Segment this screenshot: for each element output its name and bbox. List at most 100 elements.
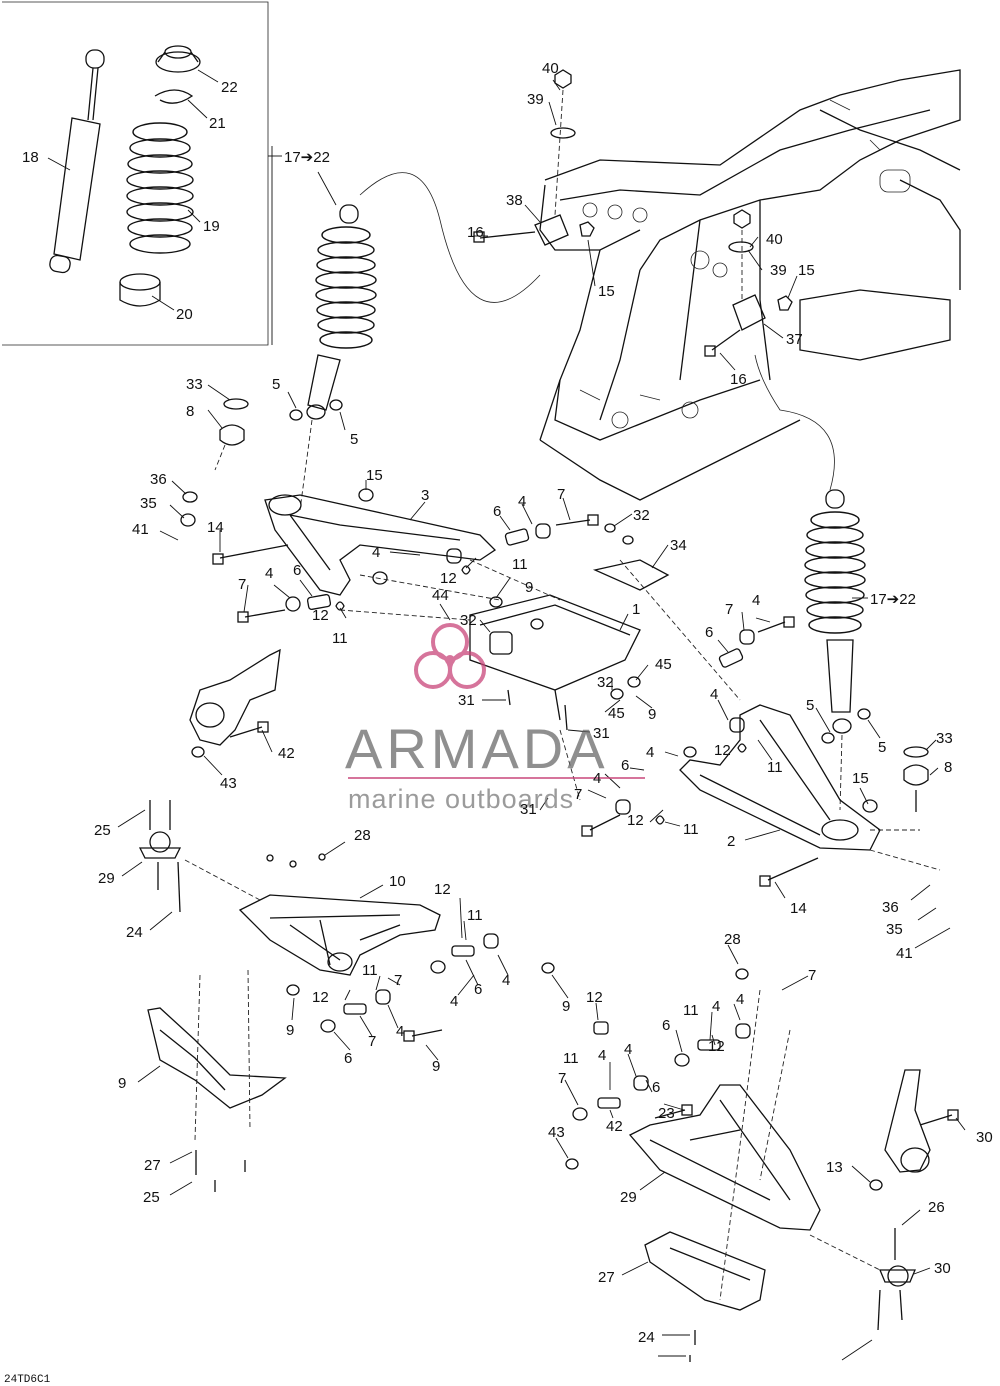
callout: 5 [350, 431, 358, 448]
callout: 4 [265, 565, 273, 582]
callout: 5 [878, 739, 886, 756]
callout: 41 [132, 521, 149, 538]
callout: 12 [312, 607, 329, 624]
callout: 40 [542, 60, 559, 77]
callout: 12 [440, 570, 457, 587]
callout: 16 [730, 371, 747, 388]
callout: 11 [332, 630, 348, 647]
callout: 9 [525, 579, 533, 596]
callout: 4 [624, 1041, 632, 1058]
callout: 27 [144, 1157, 161, 1174]
callout: 23 [658, 1105, 675, 1122]
callout: 8 [944, 759, 952, 776]
callout: 45 [655, 656, 672, 673]
callout: 22 [221, 79, 238, 96]
callout: 7 [394, 972, 402, 989]
callout: 4 [502, 972, 510, 989]
callout: 32 [633, 507, 650, 524]
callout: 21 [209, 115, 226, 132]
callout: 35 [886, 921, 903, 938]
callout: 9 [432, 1058, 440, 1075]
callout: 4 [598, 1047, 606, 1064]
lower-arm-right-assembly [541, 962, 959, 1362]
callout: 11 [362, 962, 378, 979]
callout: 28 [354, 827, 371, 844]
callout: 12 [708, 1038, 725, 1055]
callout: 6 [621, 757, 629, 774]
callout: 43 [548, 1124, 565, 1141]
callout: 35 [140, 495, 157, 512]
callout: 42 [606, 1118, 623, 1135]
callout: 4 [450, 993, 458, 1010]
callout: 7 [574, 786, 582, 803]
upper-a-arm-right [581, 704, 941, 887]
vehicle-frame-drawing [539, 69, 961, 501]
callout: 7 [238, 576, 246, 593]
callout: 13 [826, 1159, 843, 1176]
steering-knuckle-left [189, 648, 281, 758]
reference-code: 24TD6C1 [4, 1374, 51, 1386]
callout: 7 [558, 1070, 566, 1087]
callout: 11 [767, 759, 783, 776]
ball-joint-right [903, 746, 929, 812]
callout: 25 [143, 1189, 160, 1206]
callout: 9 [562, 998, 570, 1015]
callout: 18 [22, 149, 39, 166]
callout-labels: 22 21 18 19 20 17➔22 40 39 38 16 15 40 3… [22, 60, 993, 1346]
callout: 4 [646, 744, 654, 761]
callout: 5 [806, 697, 814, 714]
lower-arm-left-assembly [138, 800, 499, 1192]
callout: 8 [186, 403, 194, 420]
callout: 32 [460, 612, 477, 629]
callout: 39 [770, 262, 787, 279]
callout: 30 [934, 1260, 951, 1277]
callout: 12 [586, 989, 603, 1006]
callout: 20 [176, 306, 193, 323]
callout: 6 [705, 624, 713, 641]
callout: 28 [724, 931, 741, 948]
callout: 16 [467, 224, 484, 241]
callout: 11 [683, 821, 699, 838]
callout: 4 [752, 592, 760, 609]
callout: 4 [396, 1023, 404, 1040]
callout: 34 [670, 537, 687, 554]
callout: 4 [712, 998, 720, 1015]
leader-shock-left-to-mount [359, 172, 541, 303]
callout: 26 [928, 1199, 945, 1216]
callout: 6 [662, 1017, 670, 1034]
callout: 9 [118, 1075, 126, 1092]
callout: 24 [638, 1329, 655, 1346]
callout: 42 [278, 745, 295, 762]
callout: 17➔22 [284, 149, 330, 166]
coilover-right-drawing [804, 489, 871, 811]
brand-logo-icon [414, 623, 486, 689]
callout: 38 [506, 192, 523, 209]
callout: 10 [389, 873, 406, 890]
leader-shock-right-to-mount [754, 354, 835, 491]
center-support-bracket [339, 523, 741, 801]
callout: 36 [882, 899, 899, 916]
callout: 9 [648, 706, 656, 723]
callout: 4 [736, 991, 744, 1008]
retainer-clip-drawing [154, 89, 194, 104]
spring-cup-drawing [155, 45, 201, 73]
brand-name: ARMADA [345, 717, 609, 780]
callout: 19 [203, 218, 220, 235]
callout: 14 [790, 900, 807, 917]
callout: 6 [293, 562, 301, 579]
callout: 36 [150, 471, 167, 488]
pivot-hardware-upper [237, 514, 599, 623]
callout: 15 [852, 770, 869, 787]
callout: 4 [593, 770, 601, 787]
callout: 4 [710, 686, 718, 703]
callout: 12 [714, 742, 731, 759]
callout: 33 [186, 376, 203, 393]
callout: 12 [627, 812, 644, 829]
upper-a-arm-left [180, 488, 497, 596]
callout: 11 [683, 1002, 699, 1019]
callout-leaders [117, 79, 966, 1361]
callout: 6 [493, 503, 501, 520]
callout: 12 [434, 881, 451, 898]
callout: 12 [312, 989, 329, 1006]
